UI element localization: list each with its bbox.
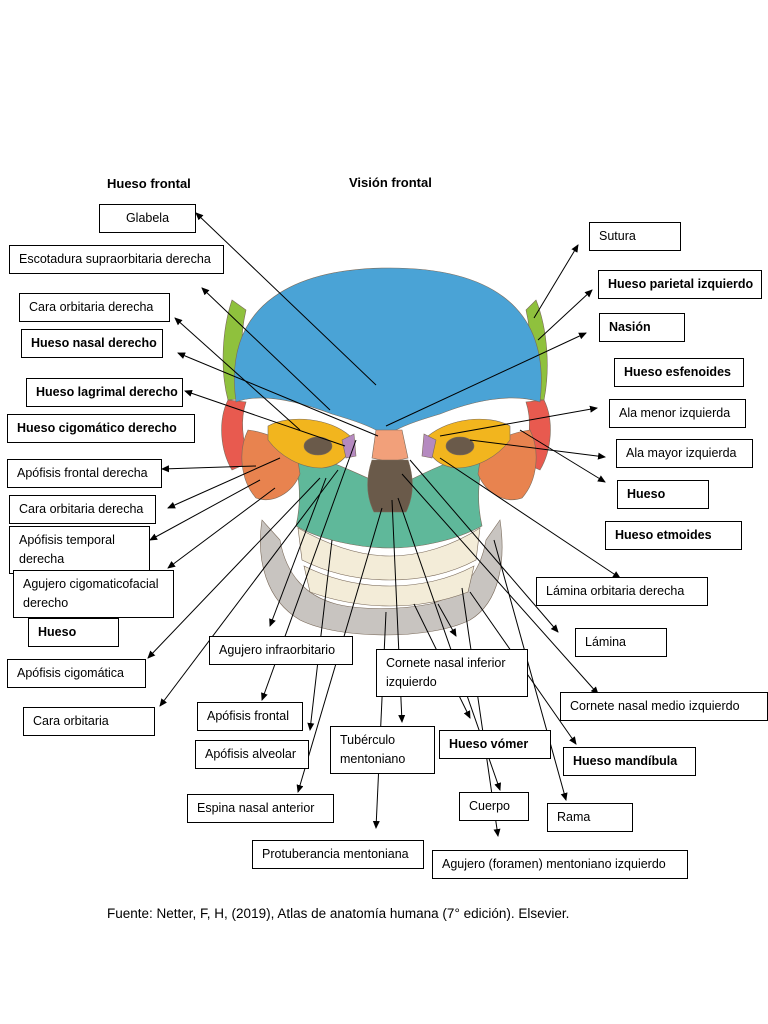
leader-hueso-parietal [537,289,593,341]
nasal-bones [371,429,409,463]
lacrimal-bone-left [421,433,437,459]
label-rama: Rama [547,803,633,832]
label-hueso-esfenoides: Hueso esfenoides [614,358,744,387]
label-hueso-left: Hueso [28,618,119,647]
source-citation: Fuente: Netter, F, H, (2019), Atlas de a… [107,906,570,921]
leader-apofisis-alveolar [307,539,333,731]
label-ala-menor-izquierda: Ala menor izquierda [609,399,746,428]
label-apofisis-frontal-derecha: Apófisis frontal derecha [7,459,162,488]
leader-apofisis-frontal-der [161,465,257,473]
heading-vision-frontal: Visión frontal [349,175,432,190]
label-hueso-mandibula: Hueso mandíbula [563,747,696,776]
heading-hueso-frontal: Hueso frontal [107,176,191,191]
teeth-lower [303,565,475,607]
leader-protuberancia [372,611,387,829]
nasal-cavity [367,459,413,513]
leader-agujero-cigomaticofacial [167,487,276,569]
leader-apofisis-cigomatica [147,477,321,659]
label-cara-orbitaria-derecha-1: Cara orbitaria derecha [19,293,170,322]
leader-cara-orbitaria-3 [159,469,339,707]
label-apofisis-alveolar: Apófisis alveolar [195,740,309,769]
leader-cara-orbitaria-2 [167,457,281,509]
label-glabela: Glabela [99,204,196,233]
leader-apofisis-temporal [149,479,261,541]
leader-lamina [409,459,559,633]
label-hueso-etmoides: Hueso etmoides [605,521,742,550]
leader-hueso-nasal [177,352,379,437]
label-hueso-nasal-derecho: Hueso nasal derecho [21,329,163,358]
leader-hueso-right [519,429,606,483]
label-agujero-cigomaticofacial: Agujero cigomaticofacial derecho [13,570,174,618]
mandible [260,519,503,636]
leader-cornete-medio [401,473,599,695]
leader-escotadura [201,287,331,411]
lacrimal-bone-right [341,433,357,459]
label-lamina: Lámina [575,628,667,657]
label-escotadura-supraorbitaria: Escotadura supraorbitaria derecha [9,245,224,274]
label-hueso-parietal-izquierdo: Hueso parietal izquierdo [598,270,762,299]
label-hueso-lagrimal-derecho: Hueso lagrimal derecho [26,378,183,407]
leader-sutura [533,244,579,319]
label-cornete-nasal-inferior: Cornete nasal inferior izquierdo [376,649,528,697]
label-hueso-right: Hueso [617,480,709,509]
teeth-upper [297,527,481,581]
skull-illustration [221,267,551,636]
leader-nasion [385,332,587,427]
orbit-cavity-left [445,436,475,456]
leader-lamina-orbitaria [439,457,621,579]
leader-agujero-infraorbitario [269,477,327,627]
label-cara-orbitaria-derecha-2: Cara orbitaria derecha [9,495,156,524]
leader-cara-orbitaria-1 [174,317,301,431]
label-cuerpo: Cuerpo [459,792,529,821]
leader-lines [147,212,621,837]
label-hueso-cigomatico-derecho: Hueso cigomático derecho [7,414,195,443]
label-cara-orbitaria: Cara orbitaria [23,707,155,736]
label-ala-mayor-izquierda: Ala mayor izquierda [616,439,753,468]
label-agujero-mentoniano: Agujero (foramen) mentoniano izquierdo [432,850,688,879]
label-tuberculo-mentoniano: Tubérculo mentoniano [330,726,435,774]
label-espina-nasal-anterior: Espina nasal anterior [187,794,334,823]
label-cornete-nasal-medio: Cornete nasal medio izquierdo [560,692,768,721]
leader-ala-mayor [469,439,606,460]
label-lamina-orbitaria-derecha: Lámina orbitaria derecha [536,577,708,606]
label-nasion: Nasión [599,313,685,342]
label-apofisis-frontal: Apófisis frontal [197,702,303,731]
leader-glabela [195,212,377,386]
frontal-bone [234,267,542,437]
label-apofisis-cigomatica: Apófisis cigomática [7,659,146,688]
label-apofisis-temporal-derecha: Apófisis temporal derecha [9,526,150,574]
label-protuberancia-mentoniana: Protuberancia mentoniana [252,840,424,869]
leader-hueso-lagrimal [184,389,346,447]
leader-agujero-mentoniano [437,603,457,637]
leader-ala-menor [439,405,598,437]
leader-rama [493,539,568,801]
label-sutura: Sutura [589,222,681,251]
label-hueso-vomer: Hueso vómer [439,730,551,759]
label-agujero-infraorbitario: Agujero infraorbitario [209,636,353,665]
